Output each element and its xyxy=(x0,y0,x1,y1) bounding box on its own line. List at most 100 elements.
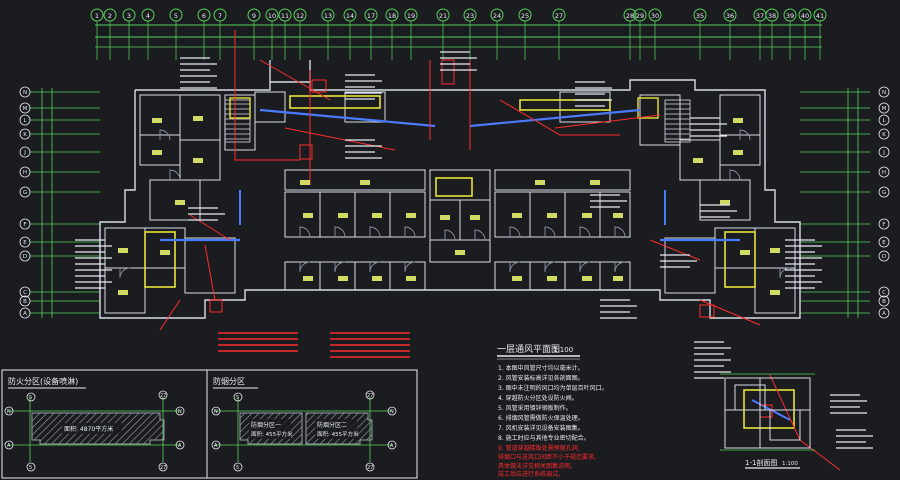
left-axis-bubble xyxy=(19,146,31,158)
left-axis-bubble xyxy=(19,166,31,178)
door-swing-arc xyxy=(729,169,741,181)
left-axis-label: L xyxy=(23,118,27,124)
top-axis-label: 40 xyxy=(801,12,809,20)
room-label-mark xyxy=(733,118,743,123)
top-axis-bubble xyxy=(648,8,662,22)
top-axis-bubble xyxy=(122,8,136,22)
door-swing-arc xyxy=(334,261,346,273)
red-equipment-mark xyxy=(299,144,313,160)
top-axis-bubble xyxy=(552,8,566,22)
door-swing-arc xyxy=(509,226,521,238)
room-label-mark xyxy=(512,276,522,281)
top-axis-label: 11 xyxy=(281,12,289,20)
top-axis-bubble xyxy=(343,8,357,22)
red-leader-line xyxy=(259,59,331,101)
left-axis-bubble xyxy=(19,250,31,262)
left-axis-label: H xyxy=(23,170,27,176)
room-label-mark xyxy=(406,213,416,218)
left-axis-label: C xyxy=(23,290,27,296)
door-swing-arc xyxy=(169,169,181,181)
right-axis-label: J xyxy=(882,150,885,156)
note-red-3: 具体做法详见相关图集说明。 xyxy=(498,462,576,470)
top-axis-bubble xyxy=(404,8,418,22)
right-axis-label: H xyxy=(882,170,886,176)
top-axis-label: 17 xyxy=(367,12,375,20)
stairwells xyxy=(224,99,691,143)
top-axis-label: 14 xyxy=(346,12,354,20)
main-plan-title-text: 一层通风平面图 xyxy=(497,344,560,355)
inset-fire-axis-top-right: 27 xyxy=(160,393,166,399)
corridor-rooms xyxy=(149,169,751,291)
inset-smoke-title: 防烟分区 xyxy=(213,376,245,386)
top-axis-bubble xyxy=(798,8,812,22)
inset-smoke-axis-top-left: 5 xyxy=(236,395,239,401)
door-swing-arc xyxy=(579,261,591,273)
left-axis-bubble xyxy=(19,114,31,126)
note-red-1: 9. 管道穿越楼板处需预留孔洞, xyxy=(498,444,580,452)
note-red-4: 竣工后应进行系统调试。 xyxy=(498,470,564,478)
section-scale: 1:100 xyxy=(782,461,798,467)
room-label-mark xyxy=(613,276,623,281)
right-axis-bubble xyxy=(878,286,890,298)
top-axis-bubble xyxy=(633,8,647,22)
note-line-7: 7. 风机安装详见设备安装图集。 xyxy=(498,424,584,432)
red-leader-line xyxy=(699,299,761,326)
right-axis-label: K xyxy=(882,132,886,138)
door-swing-arc xyxy=(159,129,171,141)
inset-fire-axis-bottom-right: 27 xyxy=(160,465,166,471)
top-axis-label: 13 xyxy=(324,12,332,20)
room-label-mark xyxy=(535,180,545,185)
left-axis-label: F xyxy=(23,222,26,228)
room-label-mark xyxy=(372,213,382,218)
top-axis-label: 28 xyxy=(626,12,634,20)
red-leader-line xyxy=(204,244,216,301)
section-detail: 1-1剖面图 1:100 xyxy=(720,373,815,469)
door-swing-arc xyxy=(119,267,131,279)
top-axis-bubble xyxy=(364,8,378,22)
smoke-zone-2-area: 面积: 455平方米 xyxy=(317,430,359,438)
top-axis-label: 12 xyxy=(296,12,304,20)
inset-smoke-axis-a: A xyxy=(214,443,218,449)
inset-smoke-axis-top-right: 27 xyxy=(367,393,373,399)
top-axis-label: 1 xyxy=(95,12,99,20)
top-axis-label: 37 xyxy=(756,12,764,20)
left-axis-bubble xyxy=(19,236,31,248)
top-axis-bubble xyxy=(90,8,104,22)
room-label-mark xyxy=(547,276,557,281)
right-axis-bubble xyxy=(878,307,890,319)
room-label-mark xyxy=(590,180,600,185)
right-axis-label: G xyxy=(882,190,886,196)
top-axis-label: 23 xyxy=(466,12,474,20)
top-axis-bubble xyxy=(518,8,532,22)
room-label-mark xyxy=(582,276,592,281)
inset-fire-axis-bottom-left: 5 xyxy=(29,465,32,471)
room-label-mark xyxy=(193,116,203,121)
right-axis-label: A xyxy=(882,311,886,317)
top-axis-bubble xyxy=(436,8,450,22)
left-axis-label: M xyxy=(23,106,28,112)
smoke-zone-1-name: 防烟分区一 xyxy=(251,421,281,429)
inset-frames xyxy=(1,369,418,479)
room-label-mark xyxy=(770,290,780,295)
room-label-mark xyxy=(338,213,348,218)
inset-smoke-zone: 防烟分区 防烟分区一 面积: 455平方米 防烟分区二 面积: 455平方米 5… xyxy=(211,376,397,472)
inset-fire-axis-top-left: 5 xyxy=(29,395,32,401)
top-axis-label: 29 xyxy=(636,12,644,20)
top-axis-label: 24 xyxy=(493,12,501,20)
door-swing-arc xyxy=(299,261,311,273)
room-label-marks xyxy=(118,116,780,295)
top-axis-bubble xyxy=(141,8,155,22)
top-axis-label: 36 xyxy=(726,12,734,20)
right-axis-label: C xyxy=(882,290,886,296)
right-axis-bubble xyxy=(878,218,890,230)
top-axis-label: 7 xyxy=(218,12,222,20)
left-axis-bubble xyxy=(19,295,31,307)
note-line-6: 6. 排烟风管需做防火保温处理。 xyxy=(498,414,584,422)
right-axis-label: N xyxy=(882,90,886,96)
left-axis-bubble xyxy=(19,128,31,140)
top-axis-bubble xyxy=(169,8,183,22)
room-label-mark xyxy=(193,158,203,163)
